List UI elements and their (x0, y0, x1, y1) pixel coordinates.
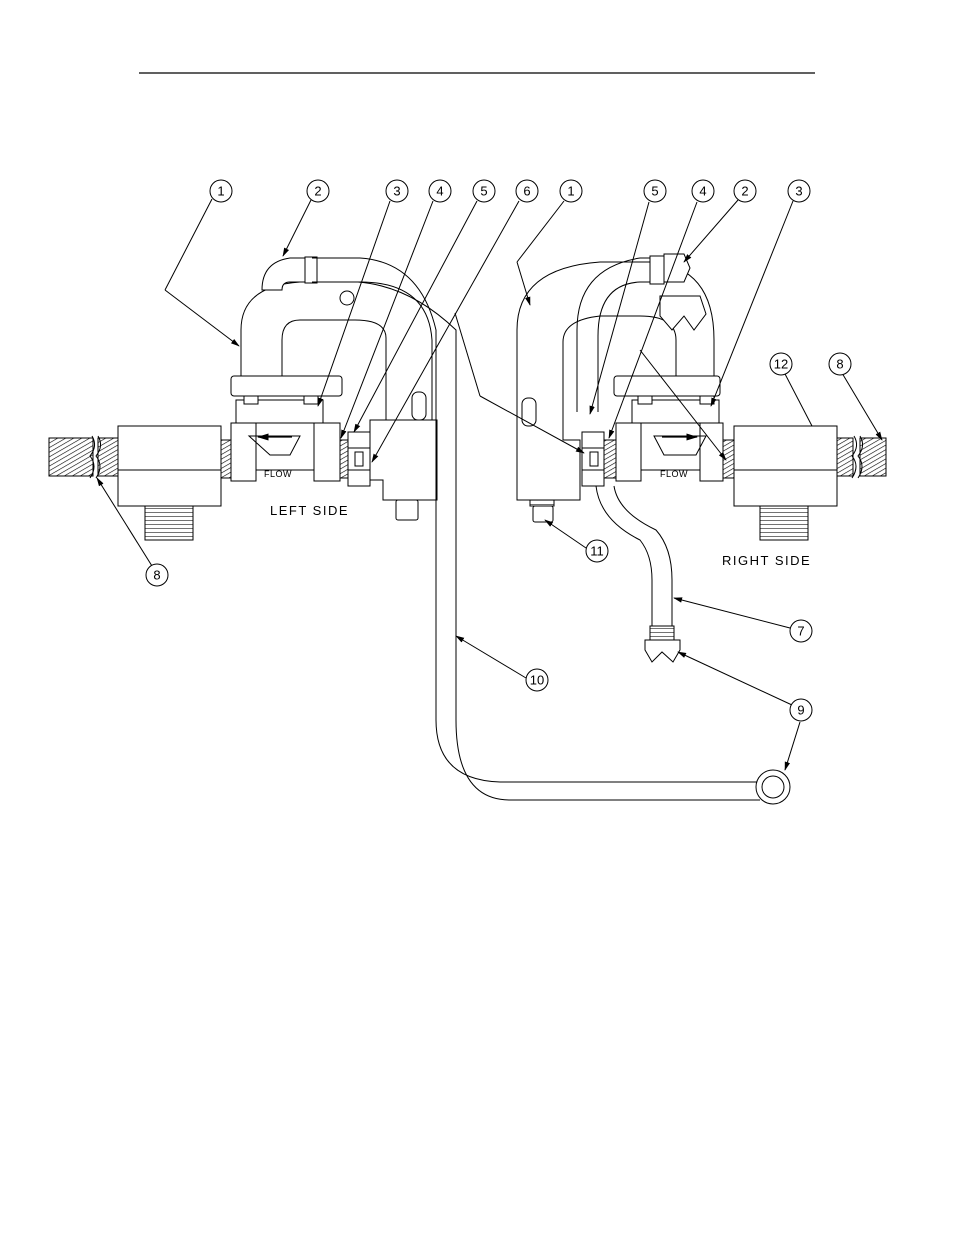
left-coupling-block (117, 425, 222, 507)
left-tee-body (369, 419, 438, 501)
svg-text:5: 5 (651, 184, 658, 199)
hose-7 (595, 485, 653, 626)
svg-text:8: 8 (153, 568, 160, 583)
left-side-caption: LEFT SIDE (270, 503, 349, 518)
svg-text:1: 1 (567, 184, 574, 199)
svg-text:7: 7 (797, 624, 804, 639)
right-bottom-thread (759, 505, 809, 541)
svg-text:5: 5 (480, 184, 487, 199)
svg-text:3: 3 (393, 184, 400, 199)
right-elbow (663, 253, 691, 283)
callout-4-left: 4 (428, 179, 452, 203)
left-valve-body: FLOW (230, 422, 341, 482)
right-threaded-pipe (836, 435, 887, 479)
tube-10 (312, 257, 760, 783)
svg-text:2: 2 (741, 184, 748, 199)
svg-text:4: 4 (436, 184, 443, 199)
callout-5-right: 5 (643, 179, 667, 203)
right-flow-label: FLOW (660, 469, 688, 479)
svg-text:4: 4 (699, 184, 706, 199)
svg-text:11: 11 (590, 544, 604, 559)
svg-text:1: 1 (217, 184, 224, 199)
hose-end-fitting (644, 639, 681, 663)
callout-2-left: 2 (306, 179, 330, 203)
callout-2-right: 2 (733, 179, 757, 203)
callout-3-left: 3 (385, 179, 409, 203)
left-side-assembly: FLOW LEFT SIDE (48, 256, 438, 541)
right-coupling-block (733, 425, 838, 507)
right-u-bend (516, 261, 715, 501)
callout-10: 10 (525, 668, 549, 692)
right-valve-body: FLOW (615, 422, 724, 482)
callout-8-right: 8 (828, 352, 852, 376)
leader-lines (96, 198, 883, 771)
callout-4-right: 4 (691, 179, 715, 203)
svg-text:2: 2 (314, 184, 321, 199)
left-bottom-thread (144, 505, 194, 541)
svg-text:3: 3 (795, 184, 802, 199)
callout-6-left: 6 (515, 179, 539, 203)
callout-8-left: 8 (145, 563, 169, 587)
callout-7: 7 (789, 619, 813, 643)
right-side-caption: RIGHT SIDE (722, 553, 811, 568)
svg-text:6: 6 (523, 184, 530, 199)
svg-text:9: 9 (797, 703, 804, 718)
svg-text:8: 8 (836, 357, 843, 372)
right-side-assembly: FLOW RIGHT SIDE (516, 253, 887, 663)
left-threaded-pipe (48, 435, 119, 479)
callout-12: 12 (769, 352, 793, 376)
callout-1-left: 1 (209, 179, 233, 203)
callout-5-left: 5 (472, 179, 496, 203)
svg-text:12: 12 (774, 357, 788, 372)
callout-11: 11 (585, 539, 609, 563)
svg-text:10: 10 (530, 673, 544, 688)
left-flow-label: FLOW (264, 469, 292, 479)
callout-9: 9 (789, 698, 813, 722)
callout-3-right: 3 (787, 179, 811, 203)
callout-1-right: 1 (559, 179, 583, 203)
